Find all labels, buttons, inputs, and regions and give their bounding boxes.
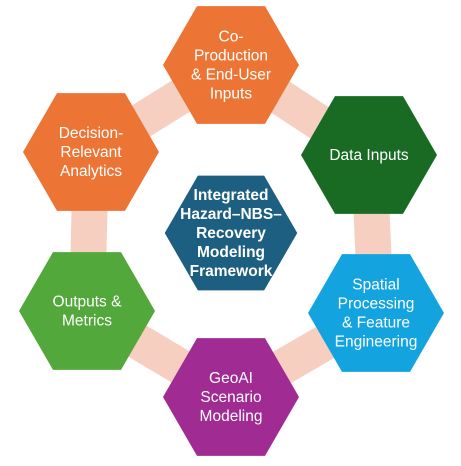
connector-data-inputs-to-spatial-processing (353, 199, 392, 269)
hex-outputs-metrics-shape (19, 252, 155, 370)
hex-co-production-label-line: Inputs (210, 86, 252, 103)
hex-spatial-processing-shape (308, 254, 444, 372)
hex-center-framework-label-line: Hazard–NBS– (180, 206, 282, 223)
hex-geoai-scenario-label-line: Scenario (200, 389, 261, 406)
hex-co-production-label-line: & End-User (191, 67, 271, 84)
connector-spatial-processing-to-geoai-scenario (265, 322, 342, 388)
hex-center-framework-label-line: Modeling (197, 244, 265, 261)
hex-data-inputs: Data Inputs (301, 96, 437, 214)
hex-outputs-metrics: Outputs & Metrics (19, 252, 155, 370)
hex-co-production-label-line: Production (194, 48, 268, 65)
hex-decision-analytics-label-line: Relevant (60, 144, 122, 161)
hex-outputs-metrics-label-line: Metrics (62, 313, 112, 330)
hex-geoai-scenario-label-line: Modeling (200, 408, 263, 425)
hex-outputs-metrics-label-line: Outputs & (53, 294, 123, 311)
hex-spatial-processing-label-line: Processing (338, 296, 415, 313)
hex-geoai-scenario-shape (163, 338, 299, 456)
hex-center-framework-label-line: Framework (190, 263, 273, 280)
hex-co-production-shape (163, 6, 299, 124)
hex-data-inputs-shape (301, 96, 437, 214)
hex-geoai-scenario-label-line: GeoAI (209, 370, 253, 387)
hex-spatial-processing-label-line: Spatial (352, 277, 399, 294)
hex-center-framework-label-line: Integrated (194, 187, 269, 204)
hex-center-framework-shape (161, 172, 301, 294)
connector-outputs-metrics-to-decision-analytics (70, 197, 108, 266)
hex-decision-analytics-label-line: Analytics (60, 163, 122, 180)
connector-geoai-scenario-to-outputs-metrics (120, 321, 198, 387)
hex-spatial-processing-label-line: & Feature (342, 315, 410, 332)
hex-data-inputs-label-line: Data Inputs (329, 147, 409, 164)
hex-co-production-label-line: Co- (219, 29, 244, 46)
hex-decision-analytics-shape (23, 93, 159, 211)
hex-center-framework-label-line: Recovery (196, 225, 266, 242)
hex-spatial-processing-label-line: Engineering (335, 334, 418, 351)
hex-decision-analytics-label-line: Decision- (59, 125, 124, 142)
